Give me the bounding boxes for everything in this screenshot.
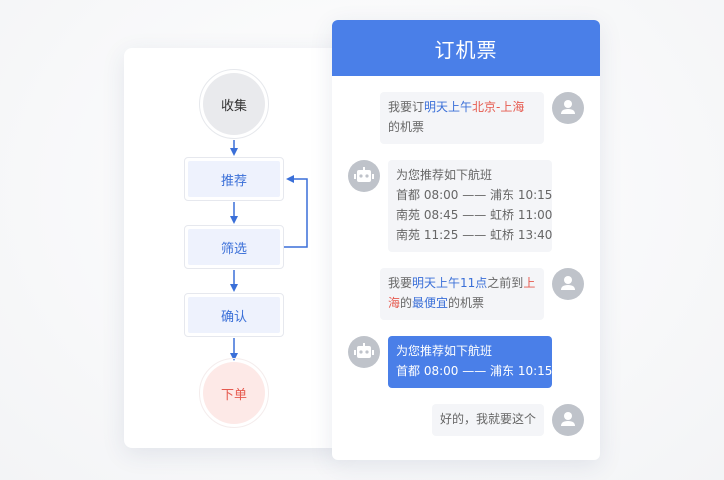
user-avatar-icon — [552, 92, 584, 124]
user-avatar-icon — [552, 404, 584, 436]
message-text: 的机票 — [448, 296, 485, 310]
flow-node-step-1: 推荐 — [184, 157, 284, 201]
message-text: 我要 — [388, 276, 413, 290]
message-text-highlight: 上 — [523, 276, 536, 290]
message-text: 南苑 08:45 —— 虹桥 11:00 — [396, 208, 553, 222]
message-text: 我要订 — [388, 100, 425, 114]
robot-avatar-icon — [348, 336, 380, 368]
flow-node-step-2-label: 筛选 — [220, 241, 247, 257]
message-text-highlight: 明天上午 — [424, 100, 473, 114]
flow-node-step-3-label: 确认 — [220, 309, 247, 325]
message-text: 之前到 — [487, 276, 524, 290]
message-text: 好的，我就要这个 — [440, 412, 537, 426]
flow-card: 收集 推荐 筛选 确认 下单 — [124, 48, 344, 448]
message-bubble-bot-selected[interactable]: 为您推荐如下航班 首都 08:00 —— 浦东 10:15 — [388, 336, 552, 388]
connector-loop-back — [284, 175, 308, 248]
flow-connectors — [230, 140, 308, 361]
flow-node-end-label: 下单 — [220, 387, 247, 403]
robot-avatar-icon — [348, 160, 380, 192]
message-text: 为您推荐如下航班 — [396, 344, 493, 358]
user-avatar-icon — [552, 268, 584, 300]
chat-card: 订机票 我要订明天上午北京-上海 的机票 为您推荐如下航班 首都 08:00 —… — [332, 20, 600, 460]
message-text-highlight: 明天上午11点 — [412, 276, 488, 290]
message-text: 的 — [400, 296, 413, 310]
flow-node-step-2: 筛选 — [184, 225, 284, 269]
message-text: 南苑 11:25 —— 虹桥 13:40 — [396, 228, 553, 242]
message-bubble-user: 我要订明天上午北京-上海 的机票 — [380, 92, 544, 144]
message-text: 的机票 — [388, 120, 425, 134]
flow-node-end: 下单 — [199, 358, 269, 428]
chat-title: 订机票 — [434, 37, 498, 62]
flow-node-step-3: 确认 — [184, 293, 284, 337]
chat-header: 订机票 — [332, 20, 600, 76]
flow-node-start: 收集 — [199, 69, 269, 139]
flow-node-start-label: 收集 — [220, 98, 247, 114]
message-bubble-user: 我要明天上午11点之前到上 海的最便宜的机票 — [380, 268, 544, 320]
message-text: 首都 08:00 —— 浦东 10:15 — [396, 188, 553, 202]
message-text-highlight: 最便宜 — [412, 296, 449, 310]
message-text-highlight: 海 — [388, 296, 401, 310]
flow-node-step-1-label: 推荐 — [220, 173, 247, 189]
message-bubble-user: 好的，我就要这个 — [432, 404, 544, 436]
message-text-highlight: 北京-上海 — [472, 100, 525, 114]
message-text: 为您推荐如下航班 — [396, 168, 493, 182]
message-bubble-bot: 为您推荐如下航班 首都 08:00 —— 浦东 10:15 南苑 08:45 —… — [388, 160, 552, 252]
message-text: 首都 08:00 —— 浦东 10:15 — [396, 364, 553, 378]
